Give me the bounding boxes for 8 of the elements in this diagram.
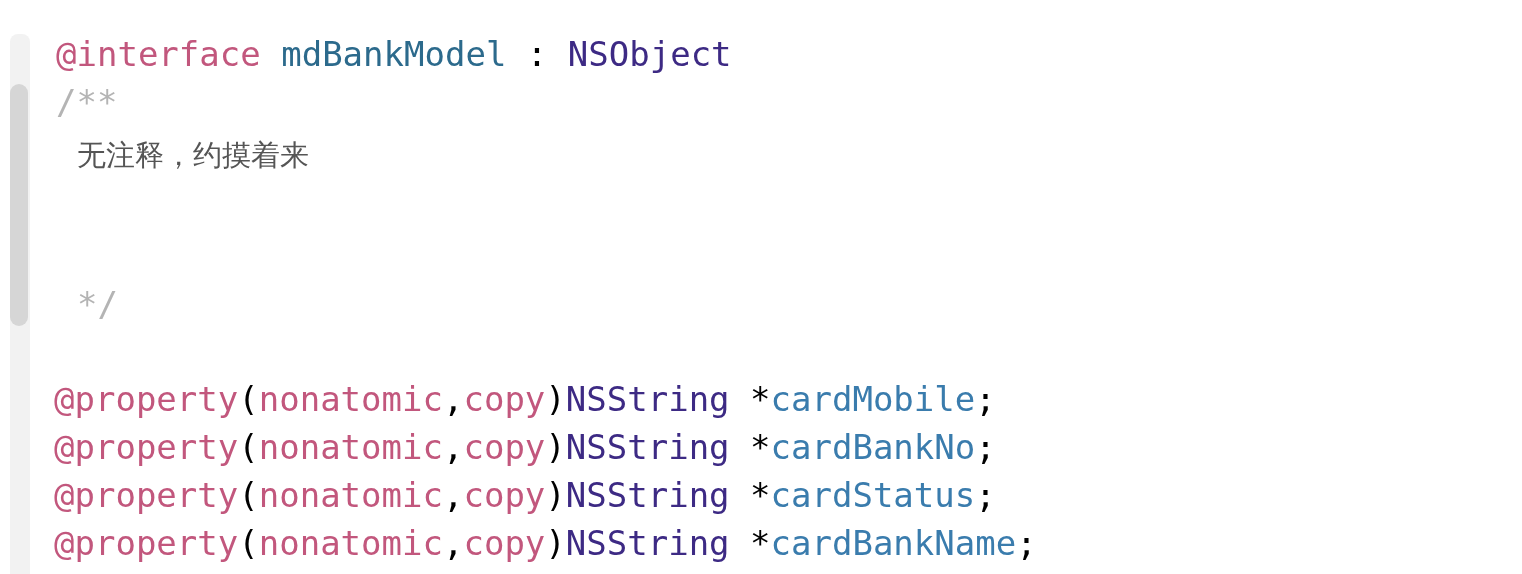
code-line: @property(nonatomic,copy)NSString *cardBankNo; xyxy=(54,427,996,467)
code-comment: /** xyxy=(56,82,118,122)
code-line: @property(nonatomic,copy)NSString *cardStatus; xyxy=(54,475,996,515)
code-line: @interface mdBankModel : NSObject xyxy=(56,34,732,74)
code-comment: 无注释，约摸着来 xyxy=(77,137,309,174)
code-comment: */ xyxy=(77,284,118,324)
code-line: @property(nonatomic,copy)NSString *cardBankName; xyxy=(54,523,1037,563)
code-line: @property(nonatomic,copy)NSString *cardMobile; xyxy=(54,379,996,419)
